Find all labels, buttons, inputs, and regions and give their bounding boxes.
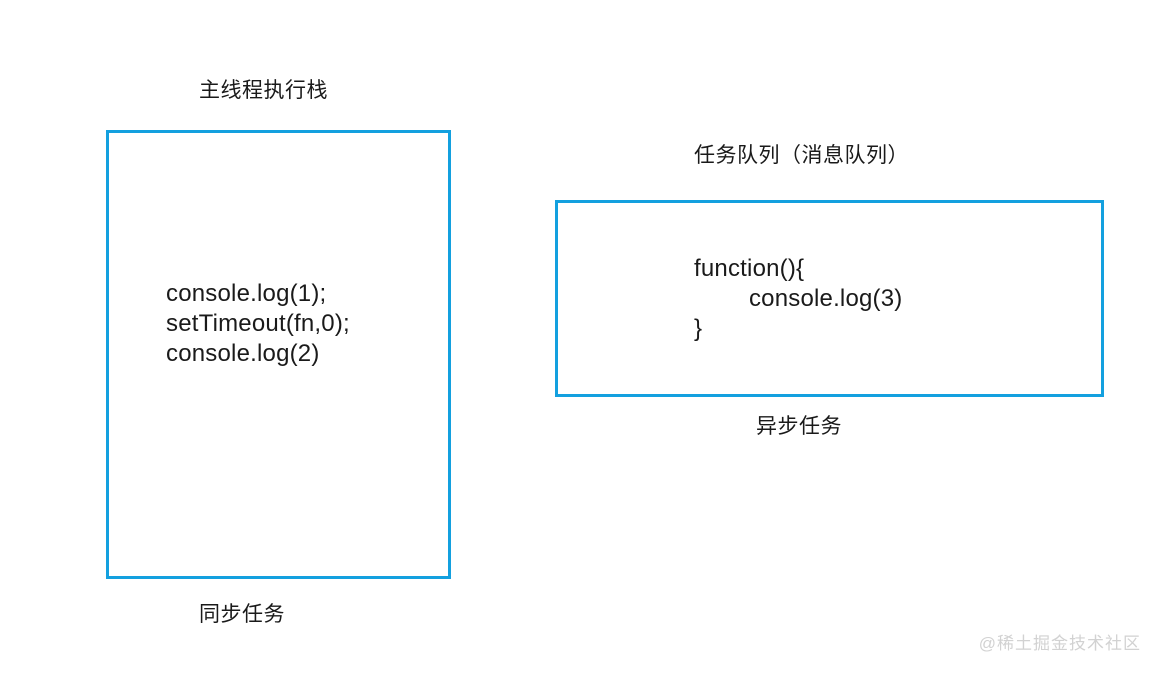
task-queue-code: function(){ console.log(3) } (694, 255, 903, 342)
call-stack-footer-label: 同步任务 (199, 603, 285, 626)
task-queue-box (555, 200, 1104, 397)
call-stack-code: console.log(1); setTimeout(fn,0); consol… (166, 280, 350, 367)
watermark-label: @稀土掘金技术社区 (978, 634, 1141, 653)
task-queue-footer-label: 异步任务 (756, 415, 842, 438)
call-stack-box (106, 130, 451, 579)
task-queue-title: 任务队列（消息队列） (694, 144, 909, 167)
call-stack-title: 主线程执行栈 (199, 79, 328, 102)
